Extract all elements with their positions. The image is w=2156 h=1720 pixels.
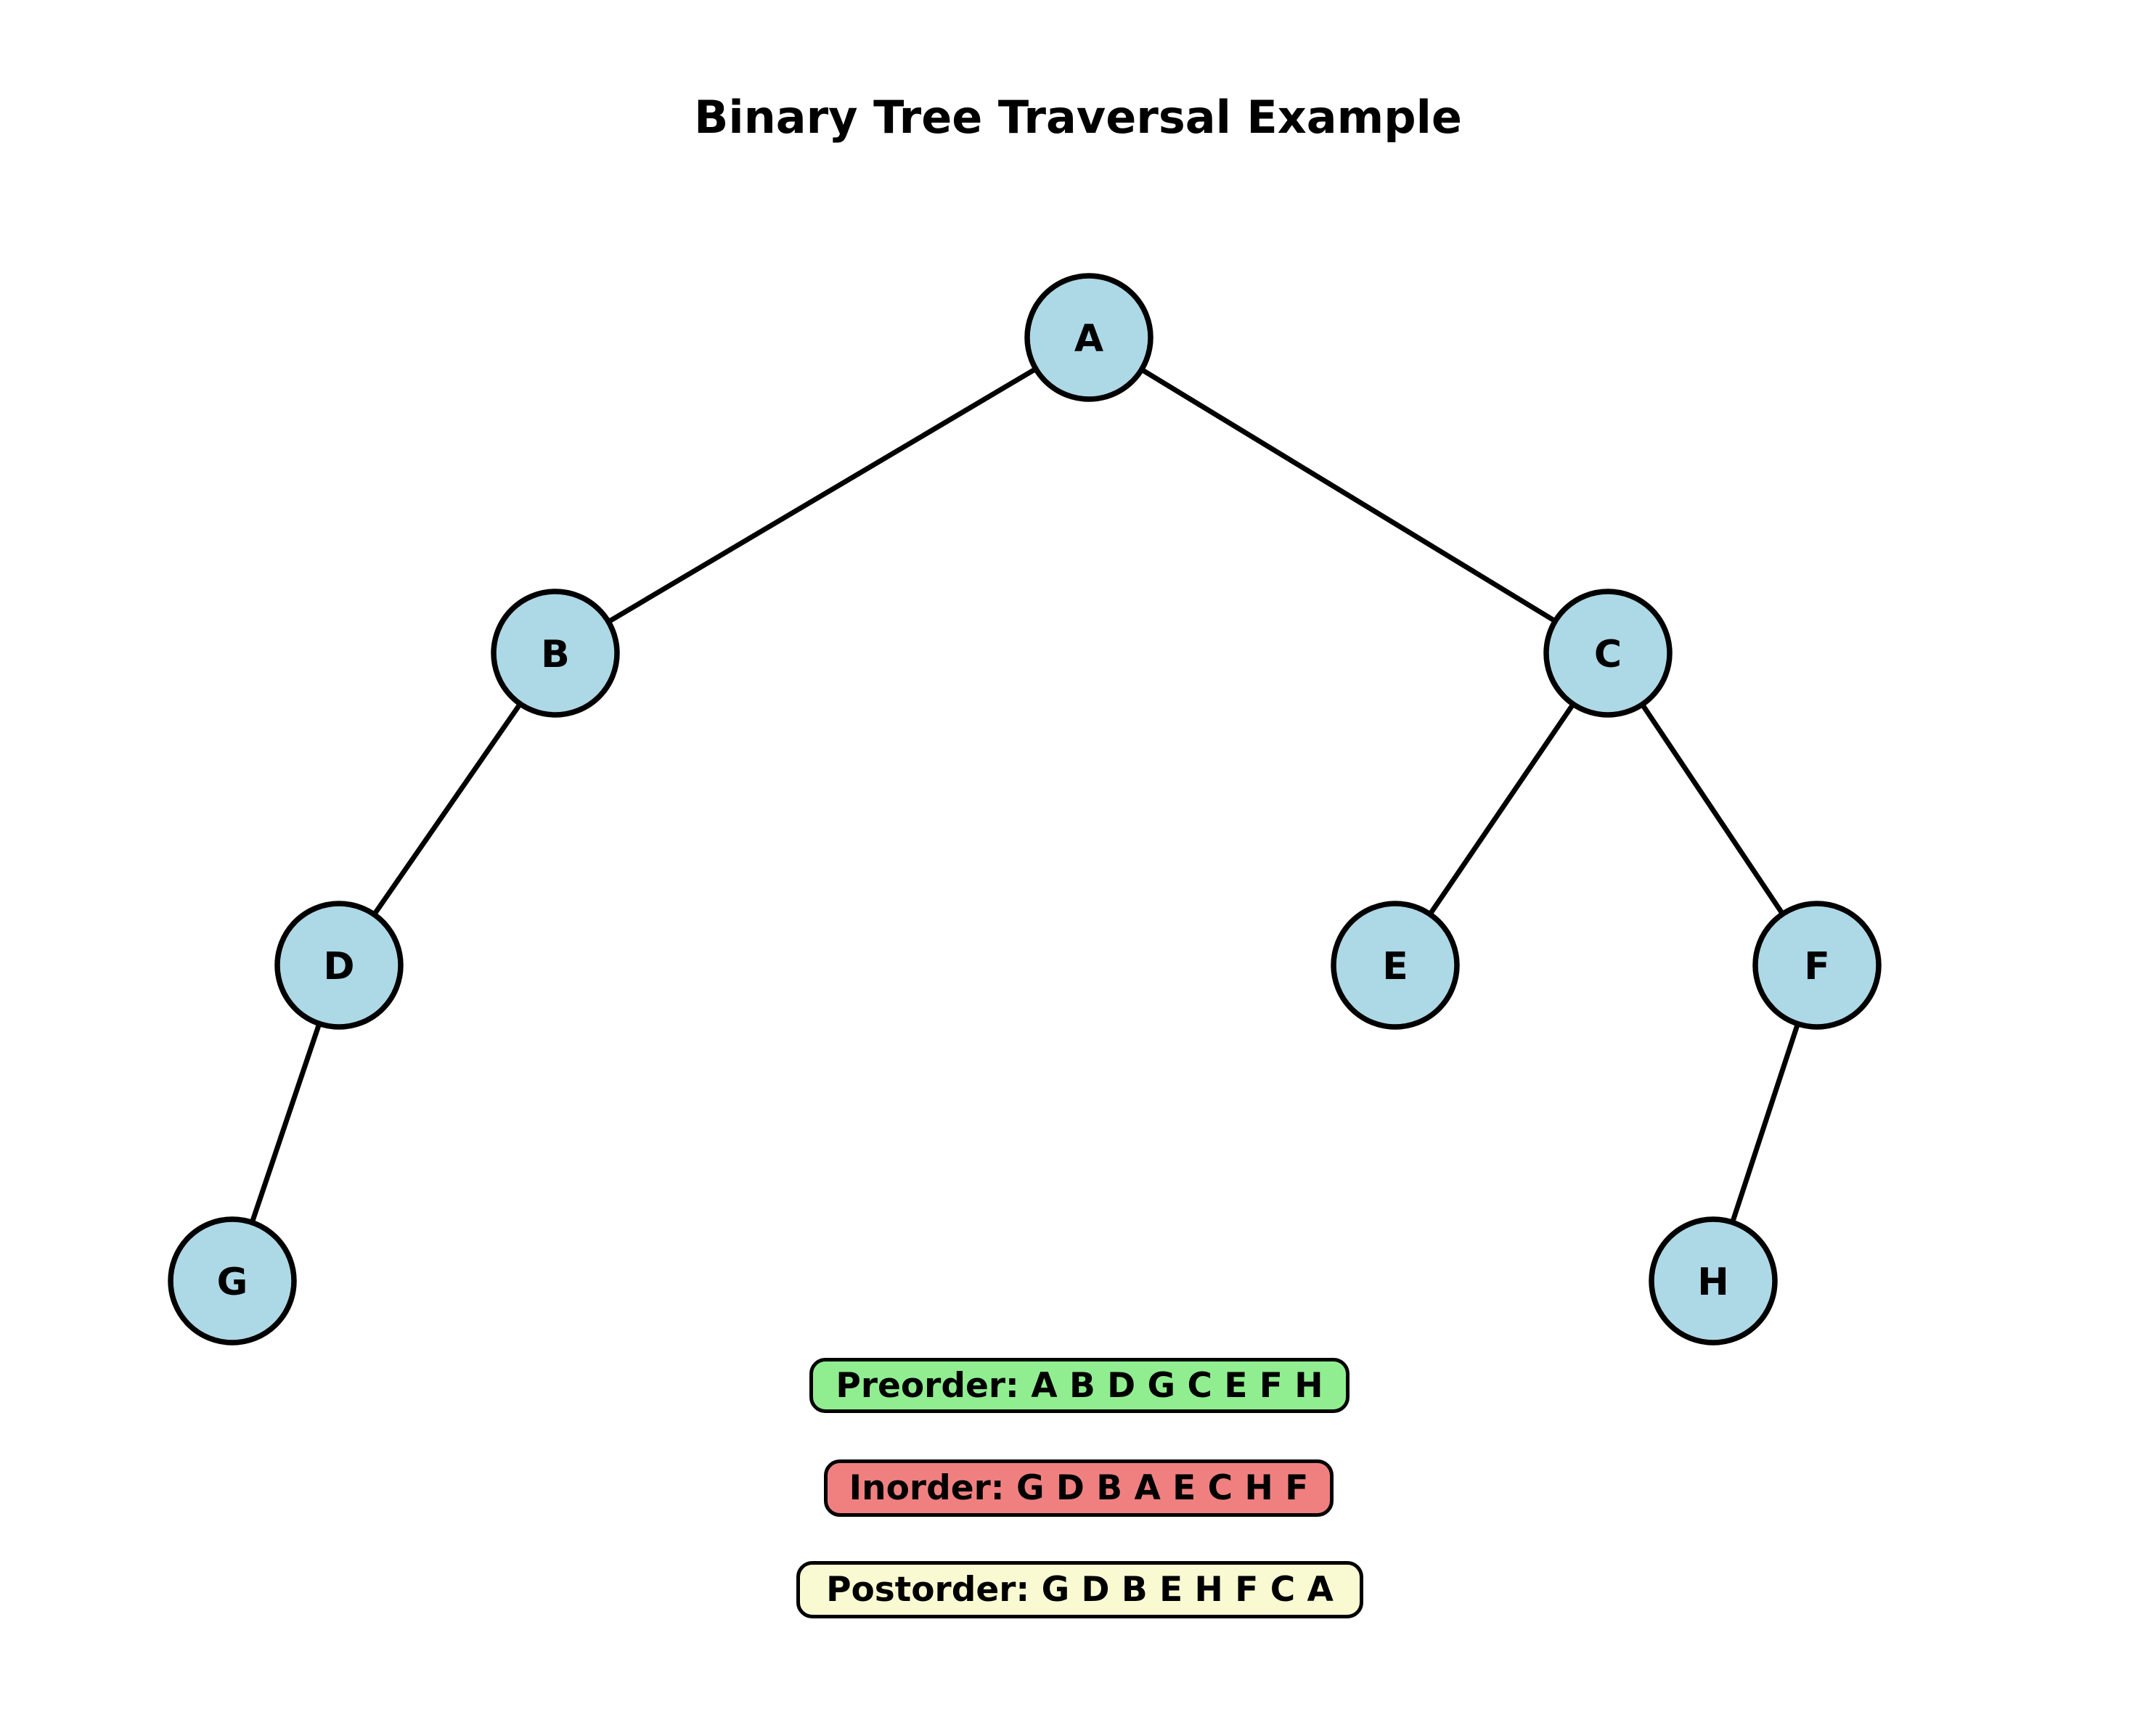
tree-node-g[interactable]: G	[168, 1216, 297, 1346]
node-circle-e	[1331, 901, 1460, 1030]
node-label-d: D	[323, 945, 354, 988]
tree-node-c[interactable]: C	[1543, 589, 1673, 718]
tree-edge-a-c	[1086, 335, 1611, 656]
node-label-b: B	[541, 633, 570, 676]
tree-node-h[interactable]: H	[1649, 1216, 1778, 1346]
node-label-a: A	[1074, 317, 1103, 361]
tree-node-d[interactable]: D	[274, 901, 404, 1030]
node-circle-f	[1752, 901, 1882, 1030]
node-label-e: E	[1382, 945, 1408, 988]
legend-inorder-text: Inorder: G D B A E C H F	[849, 1468, 1309, 1508]
legend-postorder-text: Postorder: G D B E H F C A	[826, 1570, 1334, 1610]
legend-preorder: Preorder: A B D G C E F H	[809, 1358, 1349, 1413]
tree-edge-a-b	[552, 335, 1092, 656]
legend-postorder: Postorder: G D B E H F C A	[796, 1561, 1363, 1618]
tree-edges	[229, 335, 1820, 1284]
node-circle-a	[1024, 273, 1153, 402]
tree-node-e[interactable]: E	[1331, 901, 1460, 1030]
node-label-h: H	[1697, 1261, 1729, 1304]
node-circle-d	[274, 901, 404, 1030]
node-label-g: G	[217, 1261, 248, 1304]
node-label-f: F	[1804, 945, 1830, 988]
tree-node-f[interactable]: F	[1752, 901, 1882, 1030]
tree-node-b[interactable]: B	[491, 589, 620, 718]
legend-preorder-text: Preorder: A B D G C E F H	[836, 1365, 1323, 1406]
node-label-c: C	[1594, 633, 1622, 676]
node-circle-g	[168, 1216, 297, 1346]
node-circle-c	[1543, 589, 1673, 718]
tree-node-a[interactable]: A	[1024, 273, 1153, 402]
tree-nodes: A B C D E F G H	[168, 273, 1882, 1346]
legend-inorder: Inorder: G D B A E C H F	[824, 1459, 1334, 1517]
node-circle-h	[1649, 1216, 1778, 1346]
node-circle-b	[491, 589, 620, 718]
page-title: Binary Tree Traversal Example	[694, 91, 1462, 144]
